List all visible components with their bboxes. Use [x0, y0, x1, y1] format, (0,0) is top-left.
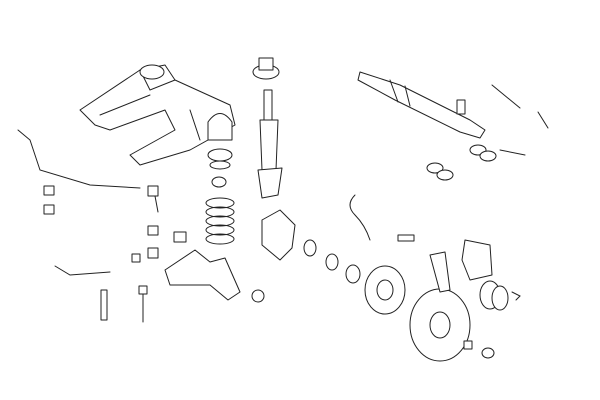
steering-knuckle	[261, 209, 296, 261]
abs-sensor	[349, 194, 415, 242]
wheel-bearings	[303, 239, 361, 284]
tie-rod-ends	[491, 84, 549, 156]
brake-boot	[479, 280, 521, 311]
brake-caliper	[429, 239, 493, 293]
brake-disc	[409, 288, 471, 362]
steering-boots	[426, 144, 497, 181]
bump-stop	[207, 113, 233, 141]
strut-top-mount	[252, 57, 280, 80]
spring-seat	[207, 148, 233, 188]
lower-control-arm	[164, 249, 265, 303]
shock-absorber	[257, 89, 283, 199]
hub-nut-cap	[463, 340, 495, 359]
stabilizer-links	[100, 285, 148, 323]
stabilizer-bushings	[43, 185, 187, 263]
subframe	[79, 64, 236, 166]
steering-rack	[357, 71, 486, 139]
coil-spring	[205, 197, 235, 245]
stabilizer-bar	[17, 129, 141, 276]
wheel-hub	[364, 265, 406, 315]
